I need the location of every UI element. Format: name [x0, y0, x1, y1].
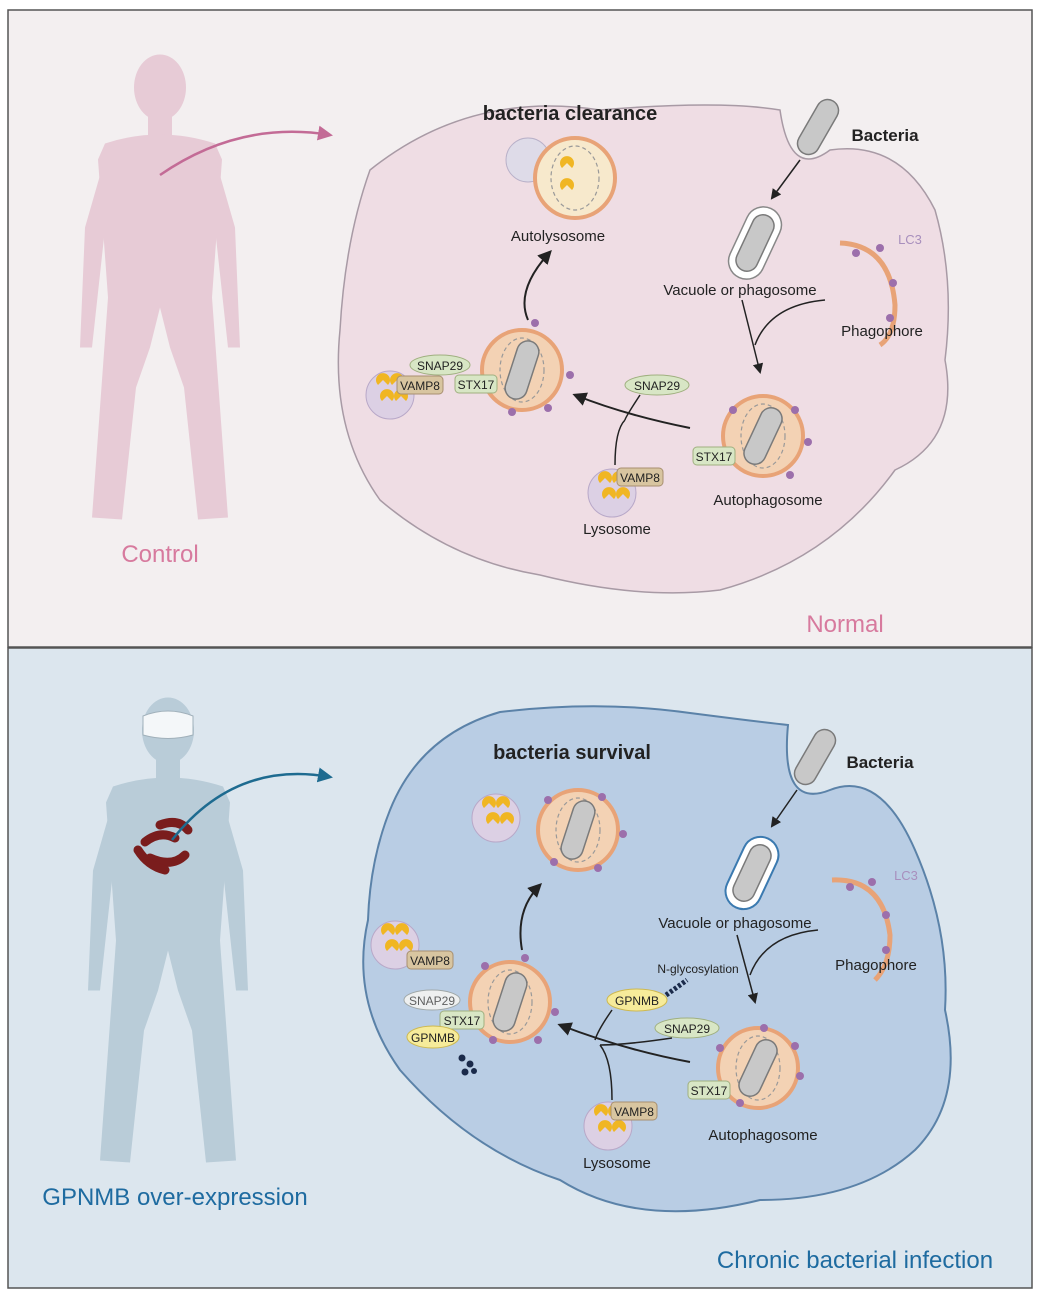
autophagosome-label-bottom: Autophagosome	[708, 1127, 817, 1144]
svg-text:VAMP8: VAMP8	[620, 471, 660, 485]
gpnmb-tag-bottom-complex: GPNMB	[411, 1031, 455, 1045]
unfused-lysosome-bottom	[471, 793, 521, 843]
top-panel: Control bacteria clearance Autolysosome …	[7, 9, 1033, 648]
autophagosome-top	[721, 394, 812, 479]
snap29-merge-line-bottom	[599, 1037, 673, 1046]
normal-state-label: Normal	[806, 611, 883, 638]
svg-text:SNAP29: SNAP29	[664, 1022, 710, 1036]
snap29-tag-bottom-complex: SNAP29	[409, 994, 455, 1008]
gpnmb-merge-line	[594, 1009, 613, 1041]
phagophore-bottom	[831, 877, 893, 982]
lysosome-label-bottom: Lysosome	[583, 1155, 651, 1172]
bacteria-cluster-in-body	[133, 817, 193, 875]
bacteria-label-top: Bacteria	[851, 126, 919, 145]
fusion-complex-top: VAMP8 SNAP29 STX17	[365, 319, 574, 420]
autophagosome-bottom	[716, 1024, 804, 1110]
svg-text:GPNMB: GPNMB	[615, 994, 659, 1008]
vacuole-label-top: Vacuole or phagosome	[663, 282, 816, 299]
stx17-tag-bottom-complex: STX17	[444, 1014, 481, 1028]
snap29-tag-top-complex: SNAP29	[417, 359, 463, 373]
chronic-infection-label: Chronic bacterial infection	[717, 1247, 993, 1274]
vacuole-to-autophagosome-arrow-bottom	[736, 934, 758, 1005]
phagophore-top	[839, 240, 898, 348]
normal-cell-membrane	[337, 104, 950, 594]
phagophore-merge-line-bottom	[749, 929, 819, 976]
bacteria-entry-arrow-top	[770, 159, 801, 200]
svg-text:VAMP8: VAMP8	[410, 954, 450, 968]
lysosome-label-top: Lysosome	[583, 521, 651, 538]
vacuole-bottom	[724, 835, 780, 911]
svg-text:STX17: STX17	[696, 450, 733, 464]
control-pointer-arrow	[159, 125, 333, 177]
lysosome-merge-line-top	[614, 419, 626, 466]
vacuole-top	[727, 206, 783, 280]
unfused-outcome-arrow	[519, 883, 542, 951]
autolysosome-label: Autolysosome	[511, 228, 605, 245]
fusion-to-autolysosome-arrow	[523, 249, 552, 321]
vacuole-to-autophagosome-arrow-top	[741, 299, 764, 375]
vamp8-tag-top-complex: VAMP8	[400, 379, 440, 393]
snap29-merge-line-top	[624, 394, 641, 421]
bacteria-entry-arrow-bottom	[770, 789, 798, 828]
autophagosome-label-top: Autophagosome	[713, 492, 822, 509]
vamp8-tag-bottom-left: VAMP8	[406, 950, 454, 970]
autolysosome	[505, 136, 617, 220]
vamp8-tag-top-lysosome: VAMP8	[616, 467, 664, 487]
bacteria-label-bottom: Bacteria	[846, 753, 914, 772]
stx17-tag-top-autophagosome: STX17	[692, 446, 736, 466]
unfused-autophagosome-bottom	[536, 788, 627, 872]
n-glycosylation-label: N-glycosylation	[657, 962, 738, 976]
outcome-label-clearance: bacteria clearance	[483, 103, 658, 125]
bottom-panel: GPNMB over-expression bacteria survival …	[7, 647, 1033, 1289]
gpnmb-free: GPNMB	[606, 988, 668, 1012]
snap29-free-top: SNAP29	[624, 374, 690, 396]
lysosome-merge-line-bottom	[599, 1044, 613, 1101]
snap29-free-bottom: SNAP29	[654, 1017, 720, 1039]
stx17-tag-bottom-autophagosome: STX17	[687, 1080, 731, 1100]
face-mask	[142, 710, 194, 739]
glycan-chain	[660, 977, 689, 1001]
vacuole-label-bottom: Vacuole or phagosome	[658, 915, 811, 932]
phagophore-label-top: Phagophore	[841, 323, 923, 340]
fusion-arrow-bottom	[557, 1022, 691, 1063]
stx17-tag-top-complex: STX17	[458, 378, 495, 392]
outcome-label-survival: bacteria survival	[493, 742, 651, 764]
gpnmb-pointer-arrow	[171, 767, 333, 841]
blocked-complex-bottom: SNAP29 STX17 GPNMB	[403, 954, 559, 1076]
svg-text:VAMP8: VAMP8	[614, 1105, 654, 1119]
vamp8-tag-bottom-lysosome: VAMP8	[610, 1101, 658, 1121]
phagophore-label-bottom: Phagophore	[835, 957, 917, 974]
svg-text:SNAP29: SNAP29	[634, 379, 680, 393]
svg-text:STX17: STX17	[691, 1084, 728, 1098]
lc3-label-top: LC3	[898, 232, 922, 247]
control-label: Control	[121, 541, 198, 568]
gpnmb-overexpression-label: GPNMB over-expression	[42, 1184, 307, 1211]
lc3-label-bottom: LC3	[894, 868, 918, 883]
phagophore-merge-line-top	[754, 299, 826, 346]
